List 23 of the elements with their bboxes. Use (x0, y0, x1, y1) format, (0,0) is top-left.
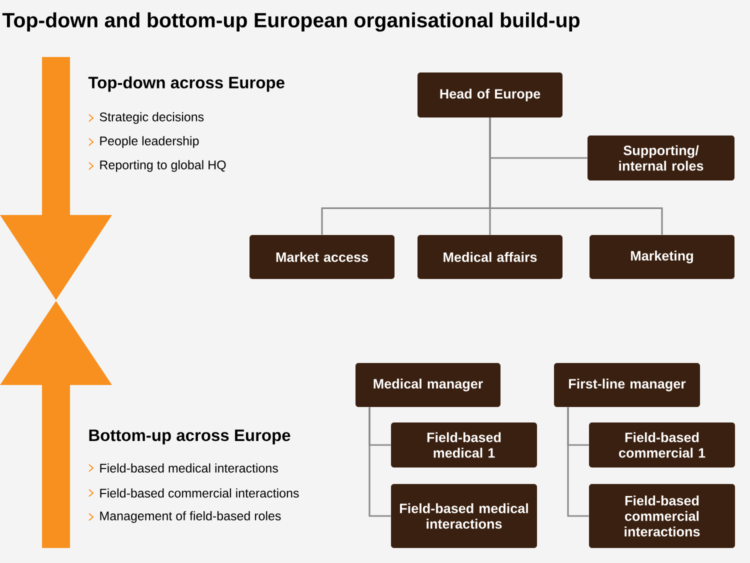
role-box: Head of Europe (418, 72, 562, 118)
connector-line (368, 407, 391, 517)
role-box: Supporting/ internal roles (588, 136, 734, 180)
section-heading: Top-down across Europe (88, 76, 284, 92)
role-box: Marketing (590, 235, 734, 279)
bullet-text: People leadership (100, 136, 199, 148)
section-heading: Bottom-up across Europe (89, 430, 290, 444)
bullet-text: Field-based medical interactions (100, 463, 278, 473)
role-box: Field-based medical 1 (391, 422, 537, 468)
bullet-text: Strategic decisions (100, 112, 204, 124)
role-box: Field-based medical interactions (391, 484, 537, 548)
bullet-text: Reporting to global HQ (100, 160, 226, 172)
role-box: Field-based commercial interactions (589, 484, 735, 548)
role-box: Medical affairs (418, 235, 562, 279)
title: Top-down and bottom-up European organisational build-up (2, 12, 580, 32)
connector-line (489, 118, 663, 235)
role-box: Market access (250, 235, 394, 279)
bullet-text: Field-based commercial interactions (100, 488, 299, 498)
connector-line (567, 407, 589, 517)
bullet-text: Management of field-based roles (100, 511, 281, 523)
role-box: First-line manager (554, 363, 700, 407)
role-box: Field-based commercial 1 (589, 422, 735, 468)
role-box: Medical manager (356, 363, 500, 407)
